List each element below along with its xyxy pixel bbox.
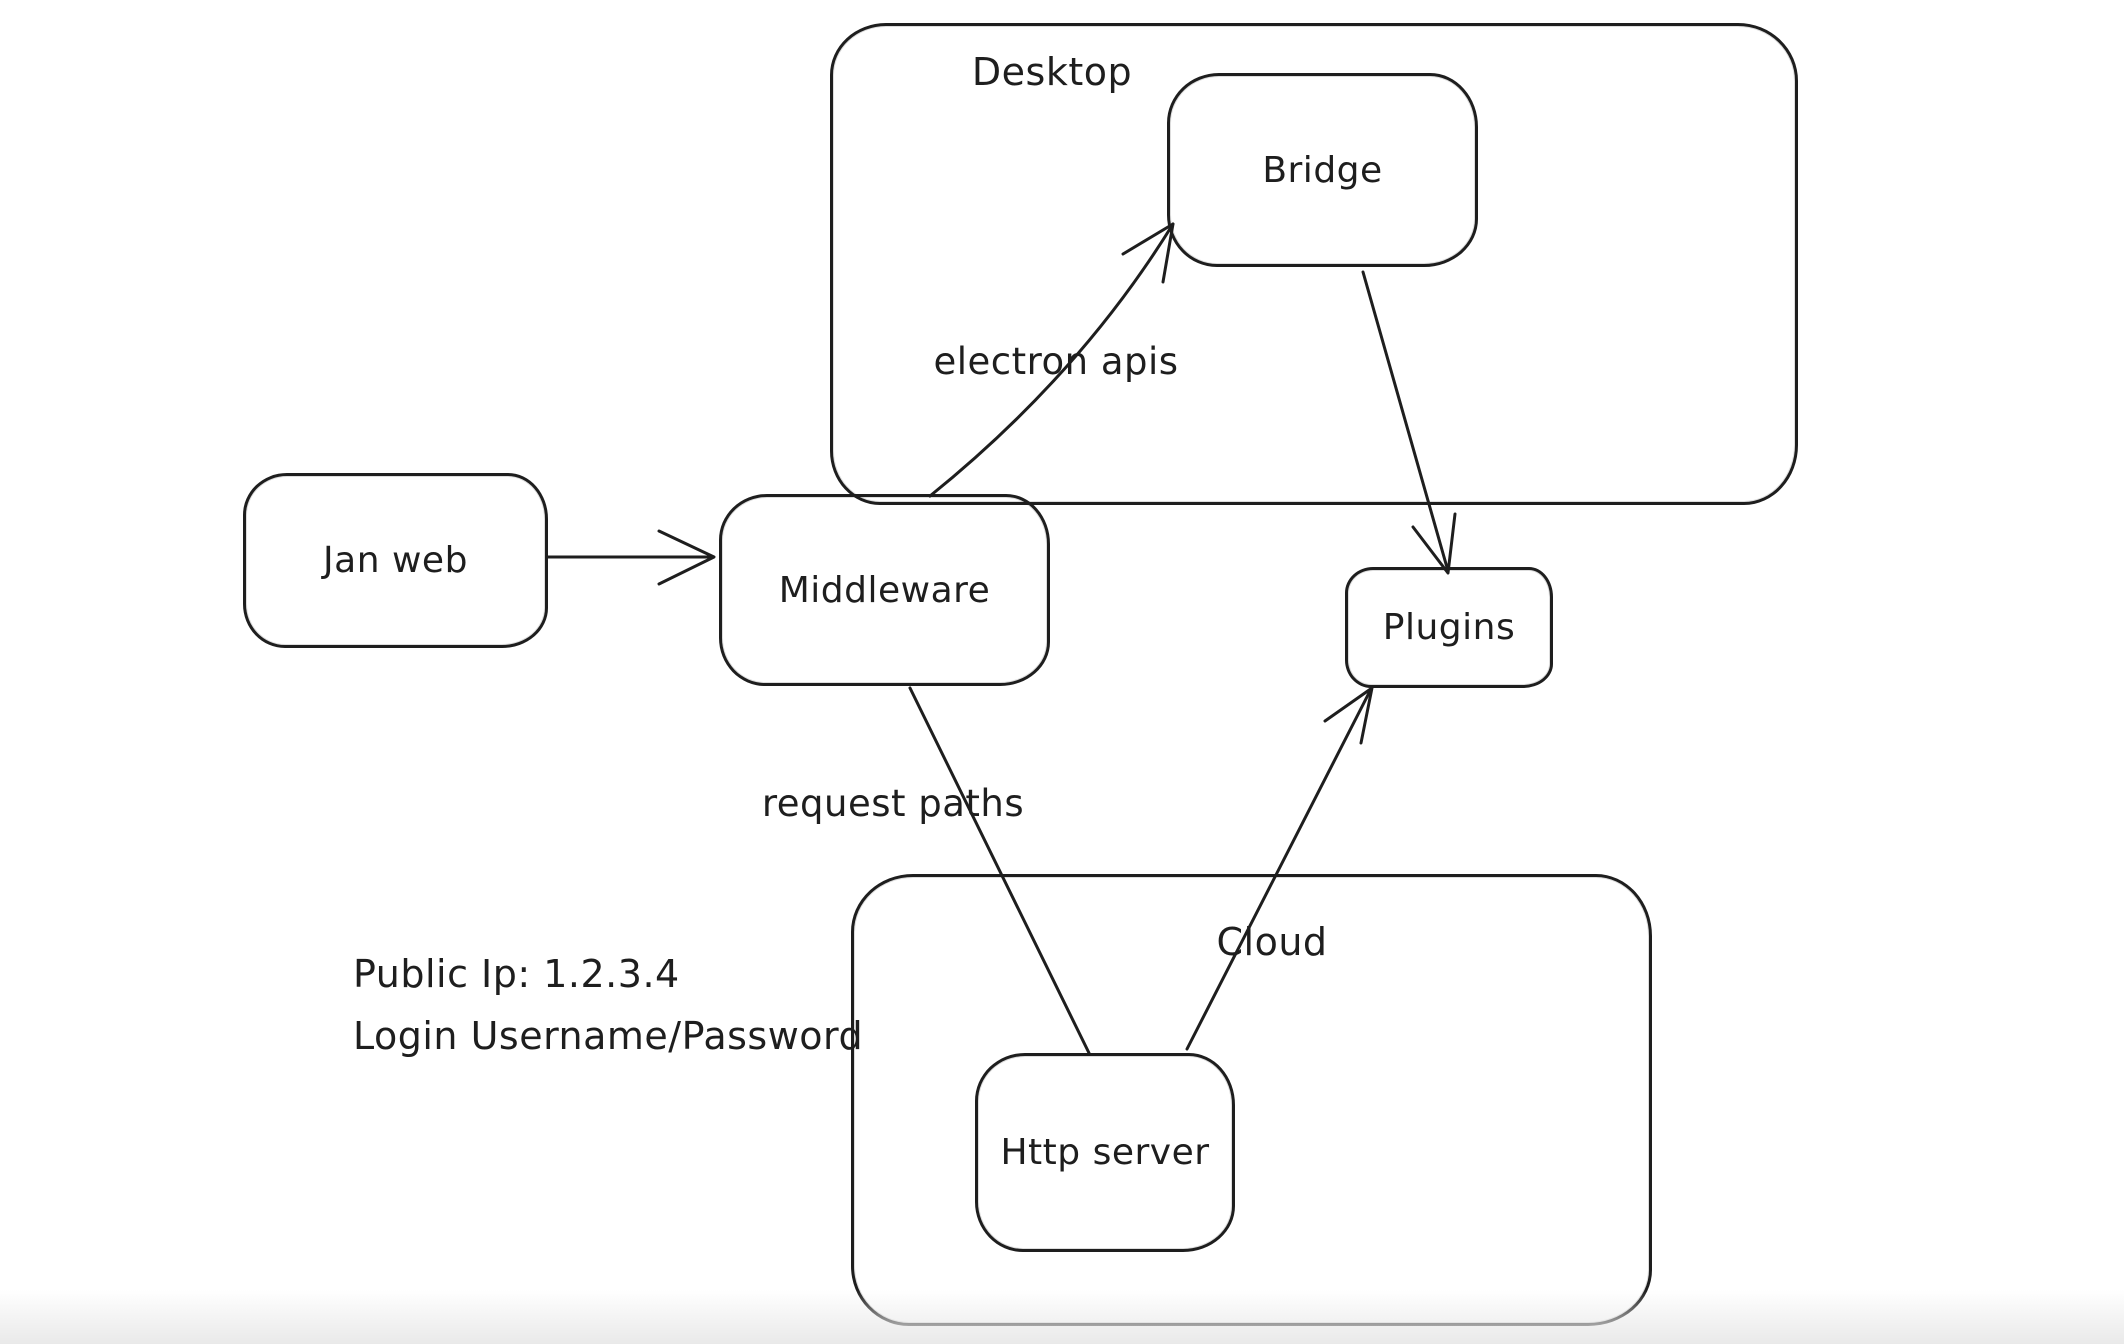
container-cloud	[851, 874, 1652, 1326]
node-bridge: Bridge	[1167, 73, 1478, 267]
edge-janweb-to-middleware	[546, 529, 716, 586]
node-jan-web-label: Jan web	[323, 540, 468, 581]
edge-middleware-to-httpserver	[908, 686, 1091, 1055]
node-middleware-label: Middleware	[778, 569, 991, 611]
container-desktop	[830, 23, 1798, 505]
edge-httpserver-to-plugins	[1185, 686, 1374, 1051]
node-plugins: Plugins	[1345, 567, 1553, 688]
arrowhead-into-middleware-icon	[657, 529, 716, 586]
node-http-server-label: Http server	[1000, 1132, 1210, 1173]
edge-httpserver-to-plugins-line	[1185, 687, 1373, 1051]
node-jan-web: Jan web	[243, 473, 548, 648]
node-middleware: Middleware	[719, 494, 1050, 686]
container-cloud-label: Cloud	[1216, 920, 1328, 964]
edge-middleware-to-httpserver-line	[908, 686, 1091, 1055]
annotation-login-credentials: Login Username/Password	[353, 1014, 864, 1058]
edge-middleware-to-bridge-line	[928, 222, 1175, 498]
node-http-server: Http server	[975, 1053, 1235, 1252]
node-plugins-label: Plugins	[1382, 607, 1516, 648]
edge-bridge-to-plugins-line	[1361, 270, 1450, 573]
container-desktop-label: Desktop	[971, 50, 1133, 94]
node-bridge-label: Bridge	[1262, 149, 1383, 191]
annotation-public-ip: Public Ip: 1.2.3.4	[353, 952, 680, 996]
arrowhead-into-plugins-top-icon	[1411, 512, 1457, 575]
edge-bridge-to-plugins	[1361, 270, 1457, 575]
edge-label-request-paths: request paths	[761, 782, 1025, 825]
edge-label-electron-apis: electron apis	[933, 340, 1179, 383]
arrowhead-into-plugins-bottom-icon	[1323, 686, 1374, 745]
